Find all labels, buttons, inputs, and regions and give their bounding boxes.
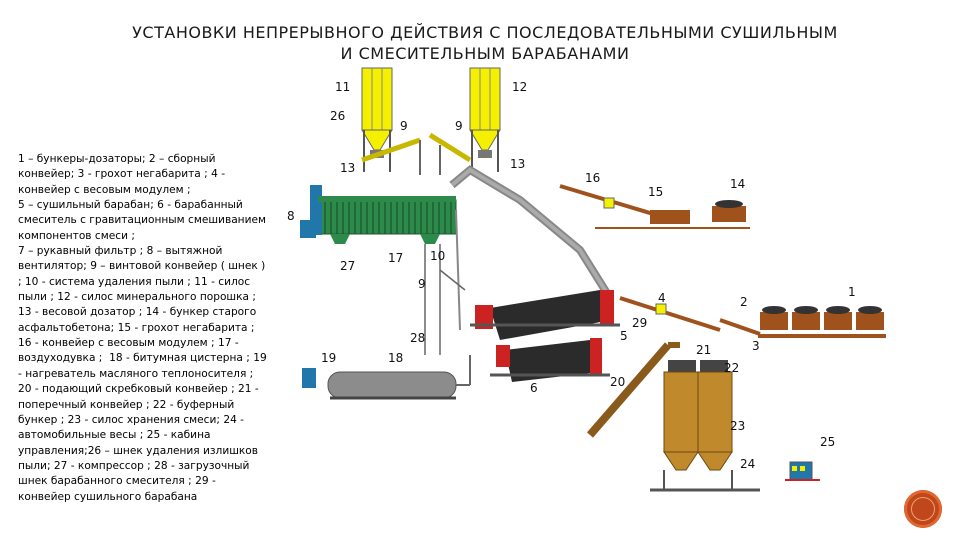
callout-21: 21: [696, 343, 711, 357]
control-cabin-25: [785, 461, 820, 481]
badge-ring: [911, 497, 935, 521]
callout-22: 22: [724, 361, 739, 375]
title-line-1: УСТАНОВКИ НЕПРЕРЫВНОГО ДЕЙСТВИЯ С ПОСЛЕД…: [132, 23, 838, 42]
callout-20: 20: [610, 375, 625, 389]
page-title: УСТАНОВКИ НЕПРЕРЫВНОГО ДЕЙСТВИЯ С ПОСЛЕД…: [60, 22, 910, 64]
callout-10: 10: [430, 249, 445, 263]
callout-13b: 13: [510, 157, 525, 171]
screw-conveyors-9: [361, 132, 472, 175]
callout-6: 6: [530, 381, 538, 395]
callout-28: 28: [410, 331, 425, 345]
recycled-asphalt-line: [559, 184, 750, 229]
callout-14: 14: [730, 177, 745, 191]
storage-silos-23: [650, 360, 760, 492]
dust-removal-system-10: [424, 244, 466, 355]
mineral-powder-silo-12: [469, 67, 501, 172]
callout-16: 16: [585, 171, 600, 185]
callout-9b: 9: [455, 119, 463, 133]
oil-heater-19: [302, 368, 316, 388]
callout-13a: 13: [340, 161, 355, 175]
callout-24: 24: [740, 457, 755, 471]
bitumen-tank-18: [327, 355, 471, 400]
callout-12: 12: [512, 80, 527, 94]
bag-filter-7: [300, 185, 461, 331]
callout-17: 17: [388, 251, 403, 265]
callout-19: 19: [321, 351, 336, 365]
callout-25: 25: [820, 435, 835, 449]
conveyors-2-4-29: [619, 296, 761, 336]
drying-drum-5: [470, 290, 620, 340]
callout-27: 27: [340, 259, 355, 273]
callout-23: 23: [730, 419, 745, 433]
callout-2: 2: [740, 295, 748, 309]
callout-3: 3: [752, 339, 760, 353]
callout-1: 1: [848, 285, 856, 299]
hot-elevator-duct: [449, 165, 614, 301]
callout-18: 18: [388, 351, 403, 365]
callout-labels: 11 12 26 9 9 13 13 16 15 14 8 27 17 10 9…: [287, 80, 856, 471]
callout-5: 5: [620, 329, 628, 343]
callout-26: 26: [330, 109, 345, 123]
mixer-drum-6: [490, 338, 610, 382]
callout-4: 4: [658, 291, 666, 305]
callout-11: 11: [335, 80, 350, 94]
aggregate-bins-1: [758, 306, 886, 338]
next-slide-badge-icon[interactable]: [904, 490, 942, 528]
callout-9c: 9: [418, 277, 426, 291]
component-legend: 1 – бункеры-дозаторы; 2 – сборный конвей…: [18, 153, 267, 503]
callout-9a: 9: [400, 119, 408, 133]
callout-29: 29: [632, 316, 647, 330]
scraper-conveyor-20: [586, 342, 680, 438]
callout-15: 15: [648, 185, 663, 199]
title-line-2: И СМЕСИТЕЛЬНЫМ БАРАБАНАМИ: [340, 44, 630, 63]
callout-8: 8: [287, 209, 295, 223]
